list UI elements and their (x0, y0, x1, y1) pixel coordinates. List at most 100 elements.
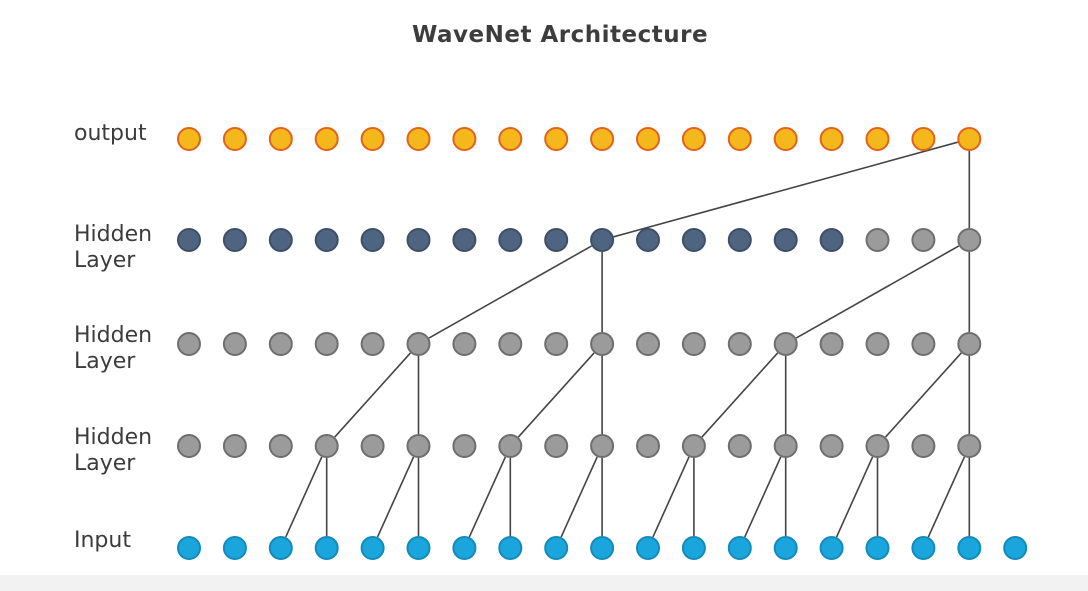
hidden1-node-11 (681, 228, 706, 252)
input-node-16 (911, 536, 936, 560)
hidden3-node-8 (544, 434, 569, 458)
diagram-title: WaveNet Architecture (411, 22, 709, 48)
hidden1-node-14 (819, 228, 844, 252)
hidden2-node-12 (727, 332, 752, 356)
hidden3-node-15 (865, 434, 890, 458)
input-node-5 (406, 536, 431, 560)
hidden2-node-6 (452, 332, 477, 356)
hidden1-node-0 (177, 228, 201, 252)
output-node-11 (681, 127, 706, 151)
output-node-9 (590, 127, 615, 151)
connection-edge-22 (652, 456, 690, 538)
hidden3-node-11 (681, 434, 706, 458)
hidden1-node-5 (406, 228, 431, 252)
output-node-7 (498, 127, 523, 151)
connection-edge-6 (334, 352, 412, 438)
hidden3-node-1 (222, 434, 247, 458)
input-node-0 (177, 536, 201, 560)
hidden3-node-2 (268, 434, 293, 458)
hidden3-node-7 (498, 434, 523, 458)
layer-nodes (177, 127, 1028, 560)
output-node-8 (544, 127, 569, 151)
output-node-10 (636, 127, 660, 151)
hidden1-node-2 (268, 228, 293, 252)
connection-edge-12 (884, 352, 962, 438)
hidden1-node-6 (452, 228, 477, 252)
connection-edge-2 (428, 245, 593, 339)
row-label-output: output (74, 121, 147, 146)
hidden3-node-12 (727, 434, 752, 458)
input-node-6 (452, 536, 477, 560)
hidden1-node-10 (636, 228, 660, 252)
hidden3-node-10 (636, 434, 660, 458)
hidden2-node-7 (498, 332, 523, 356)
output-node-5 (406, 127, 431, 151)
connection-edge-8 (517, 352, 595, 438)
hidden1-node-9 (590, 228, 615, 252)
output-node-13 (773, 127, 798, 151)
input-node-4 (360, 536, 385, 560)
input-node-11 (681, 536, 706, 560)
input-node-12 (727, 536, 752, 560)
hidden2-node-14 (819, 332, 844, 356)
input-node-14 (819, 536, 844, 560)
connection-edge-20 (560, 456, 598, 538)
hidden2-node-2 (268, 332, 293, 356)
hidden3-node-16 (911, 434, 936, 458)
hidden3-node-3 (314, 434, 339, 458)
hidden1-node-16 (911, 228, 936, 252)
output-node-14 (819, 127, 844, 151)
hidden2-node-1 (222, 332, 247, 356)
hidden1-node-7 (498, 228, 523, 252)
input-node-13 (773, 536, 798, 560)
hidden1-node-17 (957, 228, 982, 252)
hidden2-node-4 (360, 332, 385, 356)
hidden2-node-17 (957, 332, 982, 356)
output-node-2 (268, 127, 293, 151)
input-node-8 (544, 536, 569, 560)
hidden2-node-0 (177, 332, 201, 356)
hidden1-node-4 (360, 228, 385, 252)
output-node-12 (727, 127, 752, 151)
connection-edges (284, 141, 971, 538)
input-node-7 (498, 536, 523, 560)
output-node-6 (452, 127, 477, 151)
bottom-band (0, 575, 1088, 591)
hidden3-node-5 (406, 434, 431, 458)
output-node-1 (222, 127, 247, 151)
connection-edge-24 (743, 456, 782, 538)
hidden3-node-4 (360, 434, 385, 458)
connection-edge-28 (927, 456, 966, 538)
row-label-input: Input (74, 528, 131, 553)
hidden1-node-13 (773, 228, 798, 252)
input-node-1 (222, 536, 247, 560)
output-node-3 (314, 127, 339, 151)
input-node-10 (636, 536, 660, 560)
output-node-16 (911, 127, 936, 151)
input-node-9 (590, 536, 615, 560)
hidden3-node-6 (452, 434, 477, 458)
input-node-17 (957, 536, 982, 560)
hidden2-node-3 (314, 332, 339, 356)
connection-edge-16 (376, 456, 415, 538)
hidden1-node-1 (222, 228, 247, 252)
hidden3-node-9 (590, 434, 615, 458)
hidden2-node-8 (544, 332, 569, 356)
hidden1-node-8 (544, 228, 569, 252)
hidden2-node-13 (773, 332, 798, 356)
output-node-0 (177, 127, 201, 151)
hidden2-node-5 (406, 332, 431, 356)
hidden2-node-10 (636, 332, 660, 356)
row-label-hidden-3: Hidden Layer (74, 425, 153, 476)
hidden3-node-14 (819, 434, 844, 458)
output-node-4 (360, 127, 385, 151)
row-label-hidden-2: Hidden Layer (74, 323, 153, 374)
input-node-18 (1003, 536, 1028, 560)
connection-edge-4 (795, 245, 960, 339)
output-node-15 (865, 127, 890, 151)
connection-edge-0 (613, 141, 958, 238)
input-node-2 (268, 536, 293, 560)
input-node-15 (865, 536, 890, 560)
hidden3-node-0 (177, 434, 201, 458)
hidden1-node-12 (727, 228, 752, 252)
